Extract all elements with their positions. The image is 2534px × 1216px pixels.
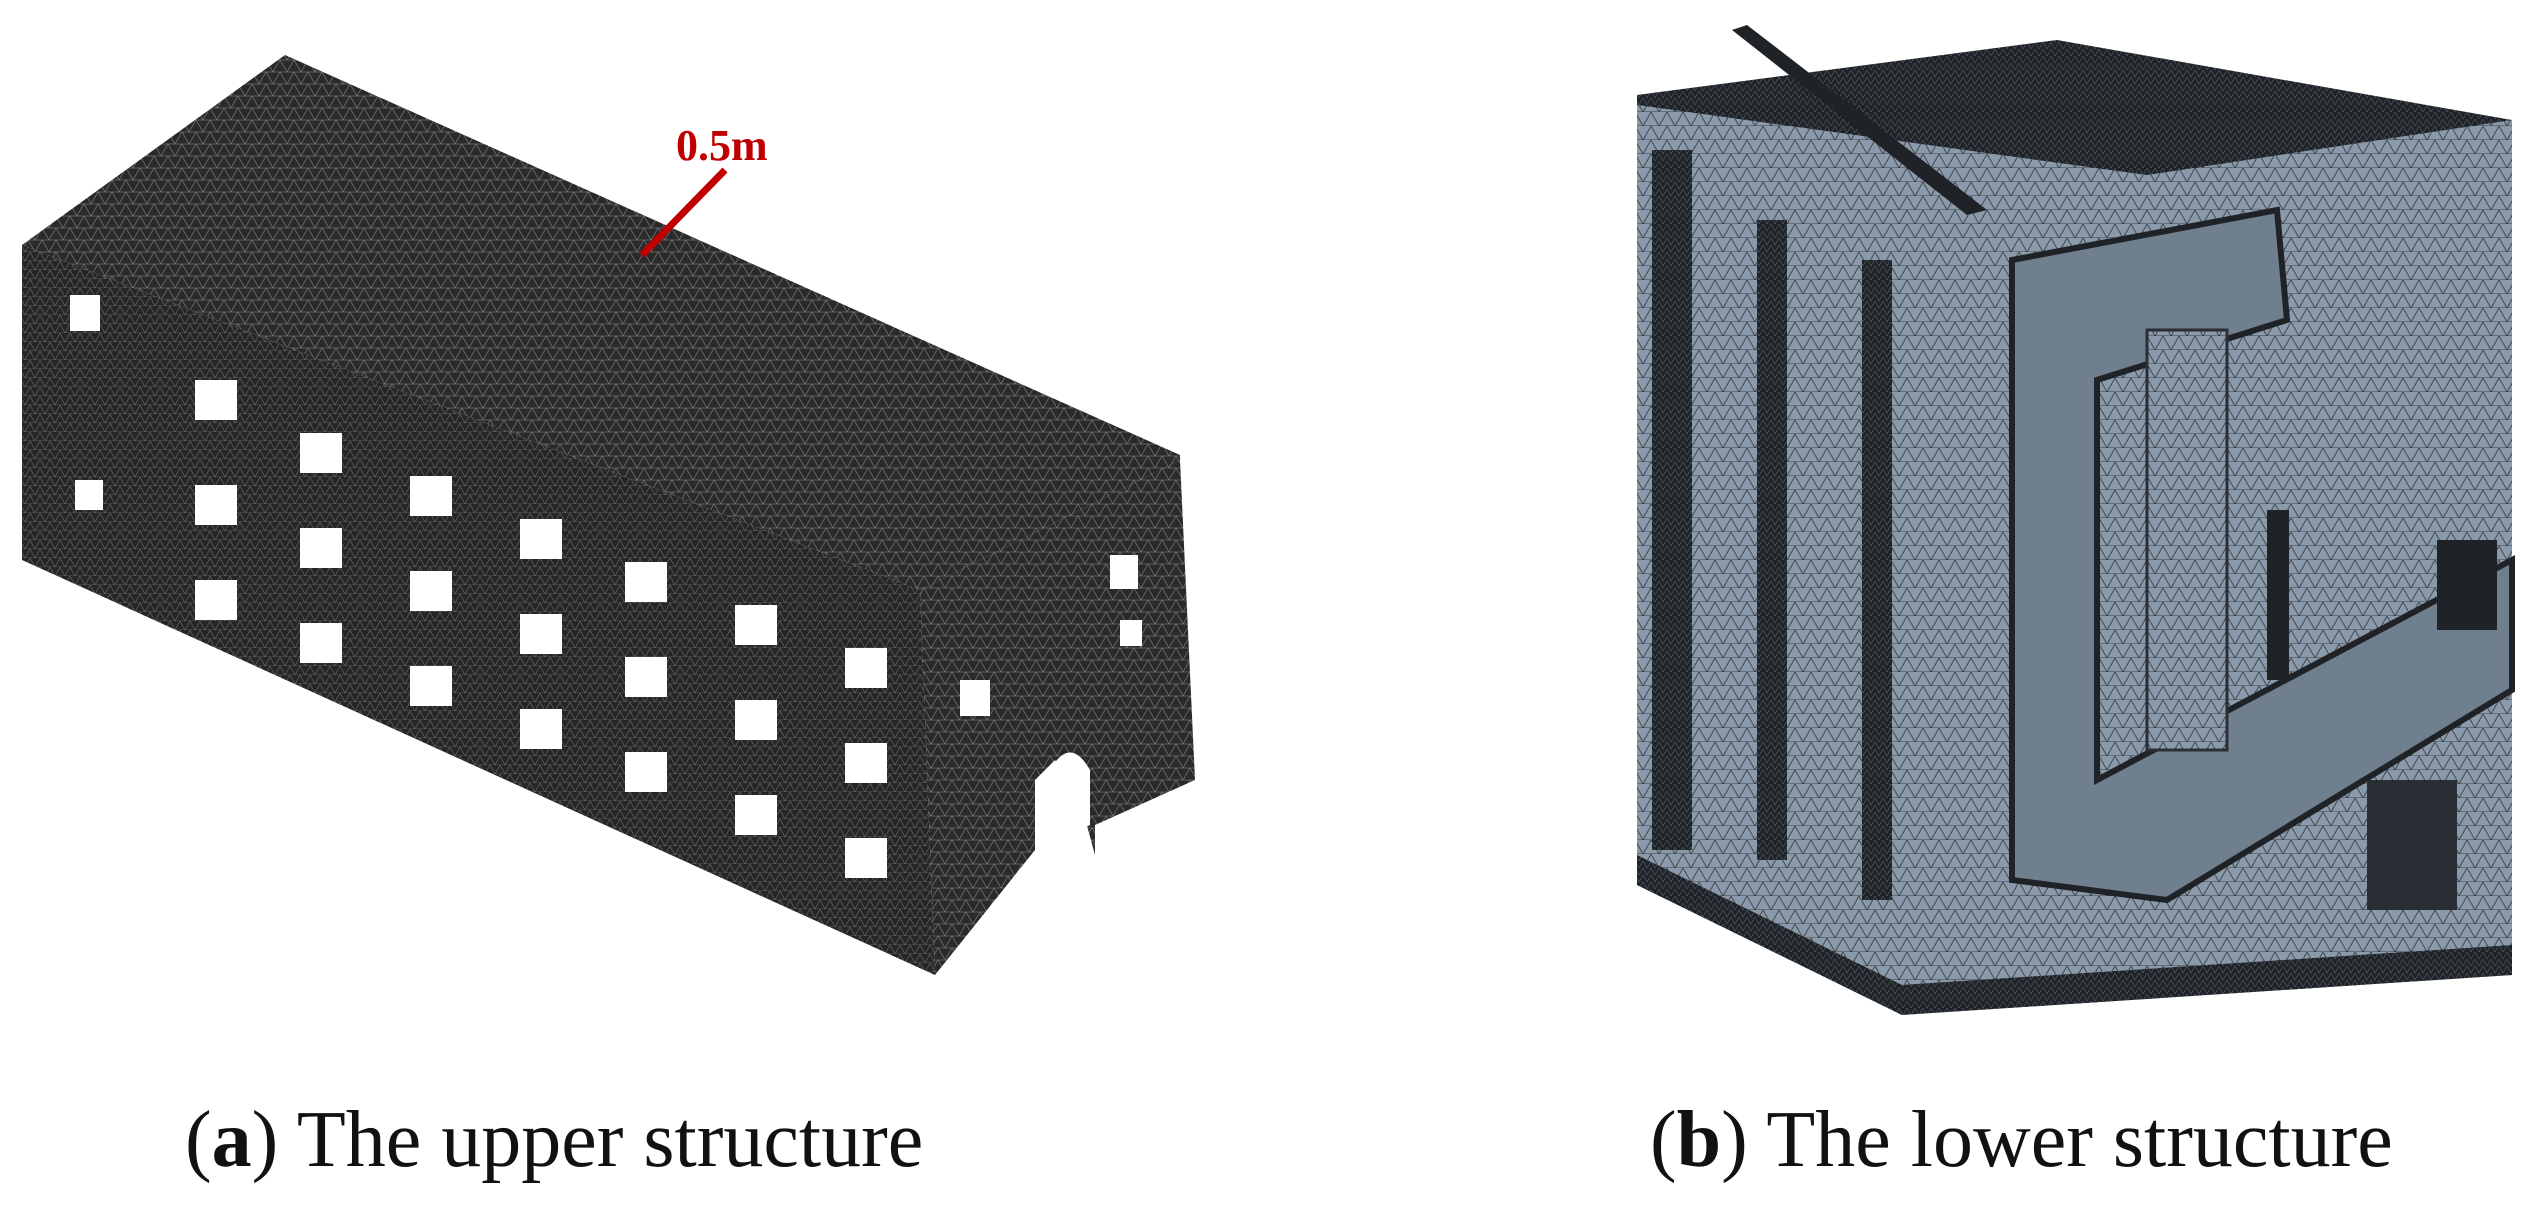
upper-window: [410, 666, 452, 706]
lower-rib-4: [1812, 240, 1846, 880]
upper-window: [845, 838, 887, 878]
lower-inner-channel: [2009, 206, 2515, 904]
upper-end-window-3: [1120, 620, 1142, 646]
caption-upper-structure: (a) The upper structure: [185, 1096, 924, 1184]
upper-window: [300, 528, 342, 568]
lower-base-plate: [1637, 855, 2512, 1015]
lower-structure-mesh: [1637, 25, 2515, 1015]
lower-slot-2: [2437, 540, 2497, 630]
upper-window: [845, 648, 887, 688]
panel-lower-structure: [1267, 0, 2534, 1216]
upper-window: [300, 623, 342, 663]
upper-window: [410, 571, 452, 611]
upper-top-face: [22, 55, 1180, 590]
upper-window: [735, 795, 777, 835]
annotation-label: 0.5m: [676, 121, 768, 170]
annotation-leader-line: [639, 167, 728, 258]
upper-window: [735, 700, 777, 740]
upper-window: [520, 709, 562, 749]
upper-end-arch: [1050, 752, 1090, 845]
caption-text-a: The upper structure: [296, 1096, 924, 1184]
upper-window: [845, 743, 887, 783]
caption-lower-structure: (b) The lower structure: [1650, 1096, 2393, 1184]
lower-top-face: [1637, 40, 2512, 175]
lower-rib-6: [1917, 290, 1951, 930]
upper-window: [195, 380, 237, 420]
lower-rib-1: [1652, 150, 1692, 850]
caption-letter-a: a: [211, 1096, 252, 1184]
upper-end-window-1: [1110, 555, 1138, 589]
caption-letter-b: b: [1676, 1096, 1722, 1184]
lower-rib-5: [1862, 260, 1892, 900]
upper-side-window-2: [75, 480, 103, 510]
upper-window: [410, 476, 452, 516]
upper-window: [625, 562, 667, 602]
upper-window: [195, 485, 237, 525]
lower-slot-3: [2367, 780, 2457, 910]
upper-windows: [195, 380, 887, 878]
upper-front-face: [22, 245, 935, 975]
lower-rib-2: [1712, 170, 1746, 850]
upper-side-window-1: [70, 295, 100, 331]
upper-window: [300, 433, 342, 473]
upper-end-window-2: [960, 680, 990, 716]
lower-inner-shaft: [2145, 328, 2229, 752]
upper-window: [520, 614, 562, 654]
lower-rib-3: [1757, 220, 1787, 860]
caption-text-b: The lower structure: [1766, 1096, 2393, 1184]
lower-top-flange: [1732, 25, 1987, 215]
upper-window: [735, 605, 777, 645]
lower-slot-1: [2267, 510, 2289, 680]
upper-window: [195, 580, 237, 620]
upper-structure-mesh: 0.5m: [22, 55, 1195, 975]
upper-window: [625, 657, 667, 697]
panel-upper-structure: 0.5m: [22, 55, 1195, 975]
upper-window: [625, 752, 667, 792]
upper-window: [520, 519, 562, 559]
